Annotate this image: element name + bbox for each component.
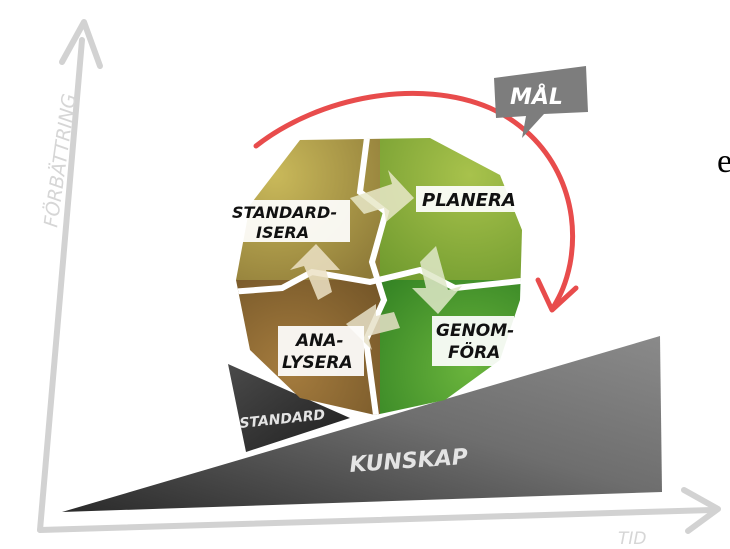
goal-label: MÅL	[510, 84, 563, 110]
step-standardize-line1: STANDARD-	[232, 203, 337, 222]
step-do-line1: GENOM-	[436, 321, 514, 341]
step-analyze-line2: LYSERA	[282, 353, 353, 373]
step-do: GENOM- FÖRA	[432, 316, 514, 366]
step-standardize: STANDARD- ISERA	[226, 200, 350, 242]
step-standardize-line2: ISERA	[256, 223, 309, 242]
goal-arrow-head	[538, 280, 576, 310]
step-analyze-line1: ANA-	[294, 331, 344, 351]
step-plan-label: PLANERA	[422, 190, 516, 211]
x-axis-label: TID	[618, 529, 647, 549]
edge-letter: e	[717, 143, 730, 180]
step-analyze: ANA- LYSERA	[278, 326, 364, 376]
step-do-line2: FÖRA	[448, 341, 500, 363]
step-plan: PLANERA	[416, 186, 522, 212]
goal-callout: MÅL	[494, 66, 588, 138]
